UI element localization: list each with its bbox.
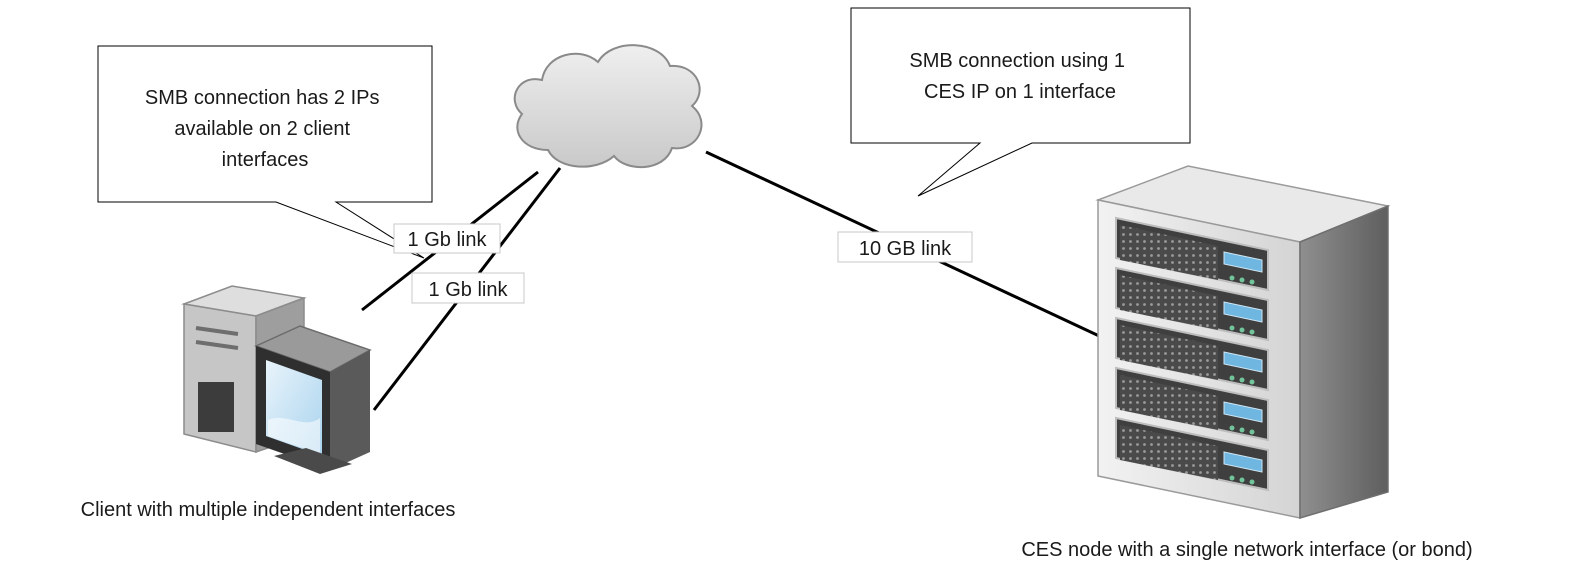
link-label-server-text: 10 GB link [859, 238, 952, 260]
client-callout-line-2: available on 2 client [174, 118, 350, 140]
server-callout-line-2: CES IP on 1 interface [924, 81, 1116, 103]
server-units [1115, 216, 1269, 492]
client-callout-line-1: SMB connection has 2 IPs [145, 87, 380, 109]
client-caption: Client with multiple independent interfa… [81, 499, 456, 521]
server-rack-icon [1095, 165, 1391, 520]
link-label-upper: 1 Gb link [393, 223, 501, 254]
client-callout: SMB connection has 2 IPs available on 2 … [97, 45, 433, 259]
link-label-server: 10 GB link [837, 231, 973, 263]
svg-text:SMB connection using 1 C: SMB connection using 1 CES IP on 1 inter… [909, 50, 1130, 103]
server-callout-bubble [850, 7, 1191, 197]
link-label-upper-text: 1 Gb link [408, 229, 488, 251]
desktop-computer-icon [181, 285, 372, 474]
svg-text:SMB connection has 2 IPs: SMB connection has 2 IPs available on 2 … [145, 87, 385, 171]
cloud-icon [513, 44, 703, 169]
link-label-lower: 1 Gb link [411, 272, 525, 304]
server-caption: CES node with a single network interface… [1021, 539, 1472, 561]
server-callout-line-1: SMB connection using 1 [909, 50, 1125, 72]
client-callout-line-3: interfaces [222, 149, 309, 171]
link-label-lower-text: 1 Gb link [429, 279, 509, 301]
client-callout-bubble [97, 45, 433, 259]
server-callout: SMB connection using 1 CES IP on 1 inter… [850, 7, 1191, 197]
